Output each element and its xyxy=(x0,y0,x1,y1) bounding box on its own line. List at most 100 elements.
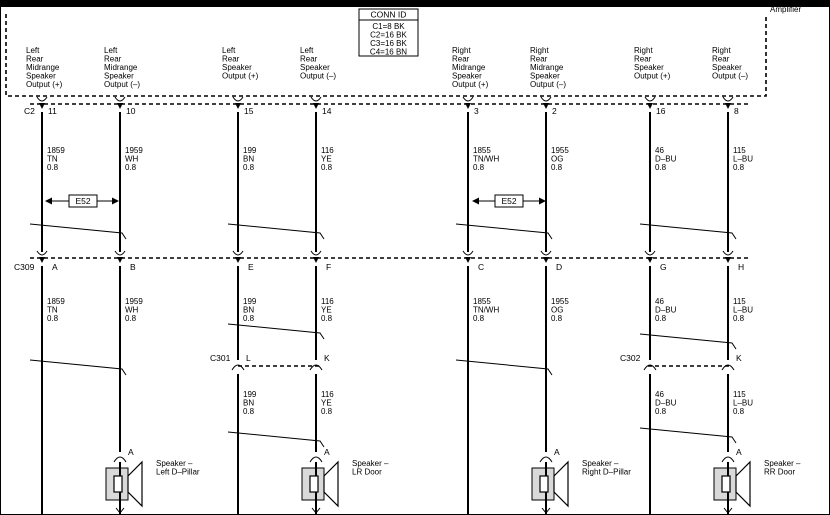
c302-label: C302 xyxy=(620,353,641,363)
speaker-pin-label: A xyxy=(128,447,134,457)
c2-pin-label: 14 xyxy=(322,106,332,116)
wire-label: 115 xyxy=(733,146,746,155)
speaker-pin-label: A xyxy=(554,447,560,457)
wire-label: 46 xyxy=(655,297,664,306)
twist-marker xyxy=(227,431,325,448)
c2-pin-label: 8 xyxy=(734,106,739,116)
wire-label: 116 xyxy=(321,390,334,399)
wire-label: 199 xyxy=(243,146,257,155)
wire-label: 1955 xyxy=(551,146,569,155)
output-label: Rear xyxy=(26,55,44,64)
wire-label: L–BU xyxy=(733,155,753,164)
speaker-location: Left D–Pillar xyxy=(156,468,200,477)
output-label: Rear xyxy=(530,55,548,64)
wire-label: YE xyxy=(321,399,332,408)
speaker-name: Speaker – xyxy=(156,459,193,468)
output-label: Right xyxy=(634,46,653,55)
wire-label: 116 xyxy=(321,297,334,306)
wire-label: 0.8 xyxy=(321,163,333,172)
wire-label: 0.8 xyxy=(47,314,59,323)
wire-label: 1959 xyxy=(125,297,143,306)
c302-pin-label: K xyxy=(736,353,742,363)
wire-label: TN/WH xyxy=(473,155,499,164)
wire-label: 115 xyxy=(733,297,746,306)
output-label: Right xyxy=(530,46,549,55)
output-label: Output (+) xyxy=(634,72,671,81)
wire-label: 0.8 xyxy=(551,163,563,172)
speaker-name: Speaker – xyxy=(352,459,389,468)
output-label: Output (–) xyxy=(300,72,336,81)
wire-label: D–BU xyxy=(655,155,677,164)
wire-label: 0.8 xyxy=(243,314,255,323)
c309-pin-label: E xyxy=(248,262,254,272)
twist-marker xyxy=(455,359,553,376)
output-label: Left xyxy=(222,46,236,55)
wire-label: L–BU xyxy=(733,306,753,315)
wire-label: OG xyxy=(551,155,563,164)
twist-marker xyxy=(227,323,325,340)
c2-pin-label: 10 xyxy=(126,106,136,116)
wire-label: 115 xyxy=(733,390,746,399)
wire-label: 0.8 xyxy=(243,407,255,416)
wire-label: 0.8 xyxy=(655,163,667,172)
output-label: Speaker xyxy=(634,63,664,72)
output-label: Midrange xyxy=(530,63,564,72)
output-label: Rear xyxy=(222,55,240,64)
wire-label: WH xyxy=(125,306,139,315)
output-label: Output (–) xyxy=(530,80,566,89)
output-label: Output (–) xyxy=(712,72,748,81)
twist-marker xyxy=(227,223,325,240)
output-label: Rear xyxy=(712,55,730,64)
wire-label: 0.8 xyxy=(473,163,485,172)
wire-label: BN xyxy=(243,306,254,315)
conn-id-title: CONN ID xyxy=(371,10,407,20)
speaker-name: Speaker – xyxy=(582,459,619,468)
amplifier-outline xyxy=(5,14,767,97)
output-label: Rear xyxy=(104,55,122,64)
e52-splice-right: E52 xyxy=(472,194,546,208)
output-label: Right xyxy=(452,46,471,55)
wire-label: 0.8 xyxy=(321,314,333,323)
output-label: Left xyxy=(300,46,314,55)
c2-pin-label: 2 xyxy=(552,106,557,116)
wire-label: 0.8 xyxy=(125,314,137,323)
output-label: Midrange xyxy=(452,63,486,72)
wire-label: 0.8 xyxy=(473,314,485,323)
wire-label: YE xyxy=(321,306,332,315)
output-label: Speaker xyxy=(530,72,560,81)
twist-marker xyxy=(29,359,127,376)
conn-id-line: C3=16 BK xyxy=(370,39,407,48)
wire-label: OG xyxy=(551,306,563,315)
output-label: Left xyxy=(104,46,118,55)
wire-label: 116 xyxy=(321,146,334,155)
c309-pin-label: B xyxy=(130,262,136,272)
wire-label: L–BU xyxy=(733,399,753,408)
wire-label: 0.8 xyxy=(321,407,333,416)
speaker-location: LR Door xyxy=(352,468,382,477)
wire-label: YE xyxy=(321,155,332,164)
wire-label: 0.8 xyxy=(655,314,667,323)
twist-marker xyxy=(639,223,737,240)
c309-pin-label: C xyxy=(478,262,484,272)
c301-label: C301 xyxy=(210,353,231,363)
output-label: Output (+) xyxy=(222,72,259,81)
output-label: Speaker xyxy=(300,63,330,72)
c309-pin-label: G xyxy=(660,262,667,272)
c309-pin-label: A xyxy=(52,262,58,272)
wire-label: 0.8 xyxy=(733,163,745,172)
wire-label: TN/WH xyxy=(473,306,499,315)
wire-label: 0.8 xyxy=(47,163,59,172)
speaker-pin-label: A xyxy=(736,447,742,457)
conn-id-line: C1=8 BK xyxy=(372,22,405,31)
wire-label: 1859 xyxy=(47,297,65,306)
